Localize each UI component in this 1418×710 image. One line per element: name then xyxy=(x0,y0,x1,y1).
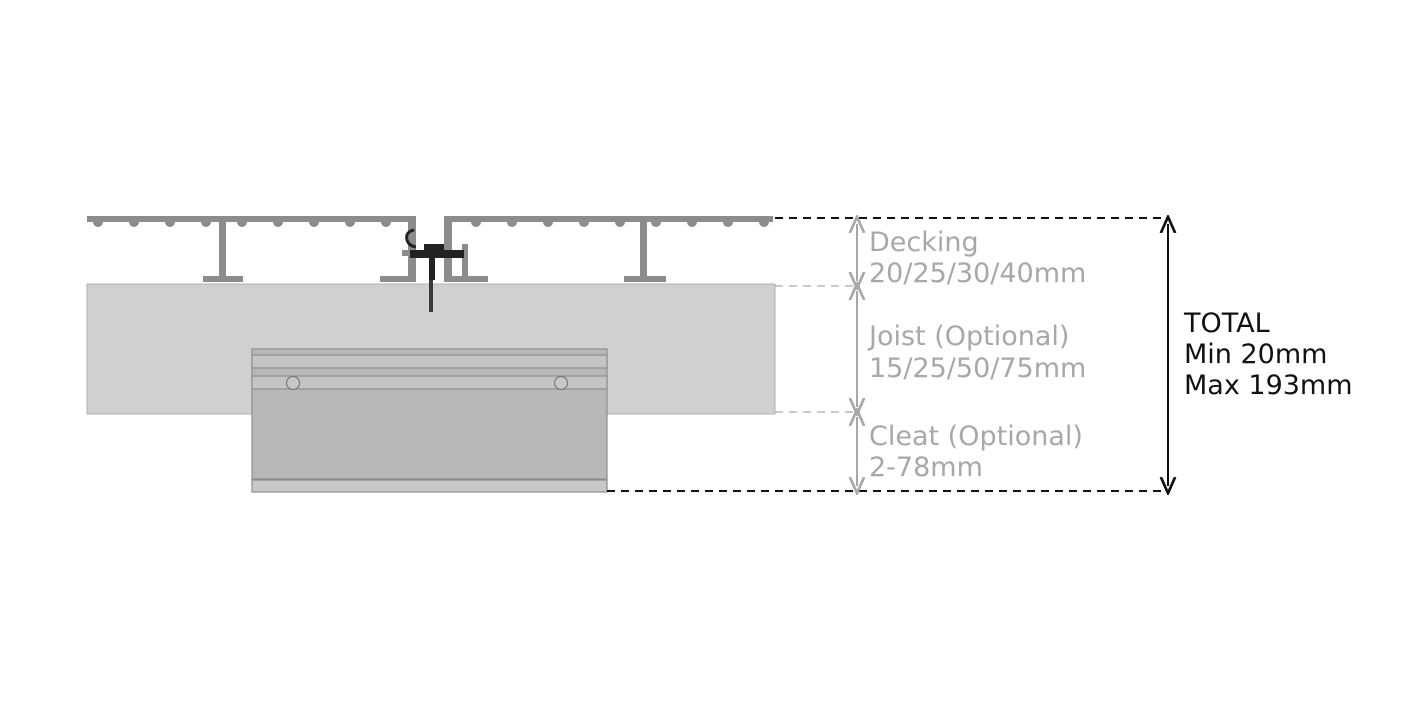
decking-label: Decking xyxy=(869,227,979,258)
cleat-label: Cleat (Optional) xyxy=(869,421,1083,452)
cleat-base-strip xyxy=(251,479,608,493)
total-min: Min 20mm xyxy=(1184,339,1327,370)
decking-sizes: 20/25/30/40mm xyxy=(869,258,1086,289)
joist-sizes: 15/25/50/75mm xyxy=(869,353,1086,384)
cleat-sizes: 2-78mm xyxy=(869,452,983,483)
screw-hole-right xyxy=(553,375,569,391)
decking-boards xyxy=(87,216,773,282)
fixing-clip xyxy=(405,228,464,312)
screw-hole-left xyxy=(285,375,301,391)
total-title: TOTAL xyxy=(1183,308,1270,339)
total-max: Max 193mm xyxy=(1184,370,1353,401)
joist-label: Joist (Optional) xyxy=(867,321,1069,352)
dimension-extension-lines xyxy=(607,217,1168,492)
cleat xyxy=(251,348,608,493)
